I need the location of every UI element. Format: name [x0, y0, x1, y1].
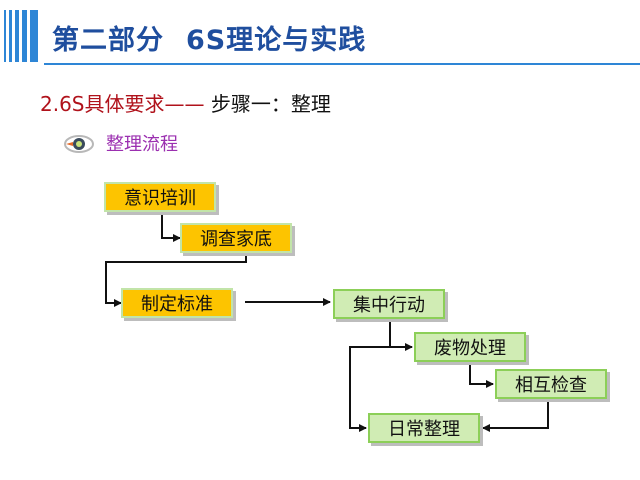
- title-topic: 6S理论与实践: [186, 25, 367, 56]
- connector-5-6: [469, 362, 494, 388]
- flow-step-concentrated-action: 集中行动: [333, 289, 445, 319]
- connector-1-2: [161, 212, 181, 242]
- section-heading: 2.6S具体要求—— 步骤一：整理: [40, 88, 331, 117]
- subtitle: 整理流程: [106, 134, 178, 155]
- connector-4-5: [389, 317, 413, 351]
- section-title: 步骤一：整理: [210, 92, 331, 116]
- flow-step-awareness-training: 意识培训: [104, 182, 216, 212]
- page-title: 第二部分 6S理论与实践: [52, 18, 366, 57]
- flow-step-waste-disposal: 废物处理: [414, 332, 526, 362]
- section-number: 2.6S具体要求——: [40, 92, 205, 116]
- title-part: 第二部分: [52, 25, 164, 56]
- connector-4-7: [349, 346, 390, 432]
- flow-step-daily-sorting: 日常整理: [368, 413, 480, 443]
- flow-step-inventory-survey: 调查家底: [180, 223, 292, 253]
- header-stripes: [0, 10, 42, 62]
- connector-2-3: [105, 251, 247, 307]
- eye-icon: [64, 135, 94, 153]
- connector-6-7: [482, 399, 549, 432]
- flow-step-mutual-inspection: 相互检查: [495, 369, 607, 399]
- title-divider: [44, 63, 640, 65]
- flow-step-set-standards: 制定标准: [121, 288, 233, 318]
